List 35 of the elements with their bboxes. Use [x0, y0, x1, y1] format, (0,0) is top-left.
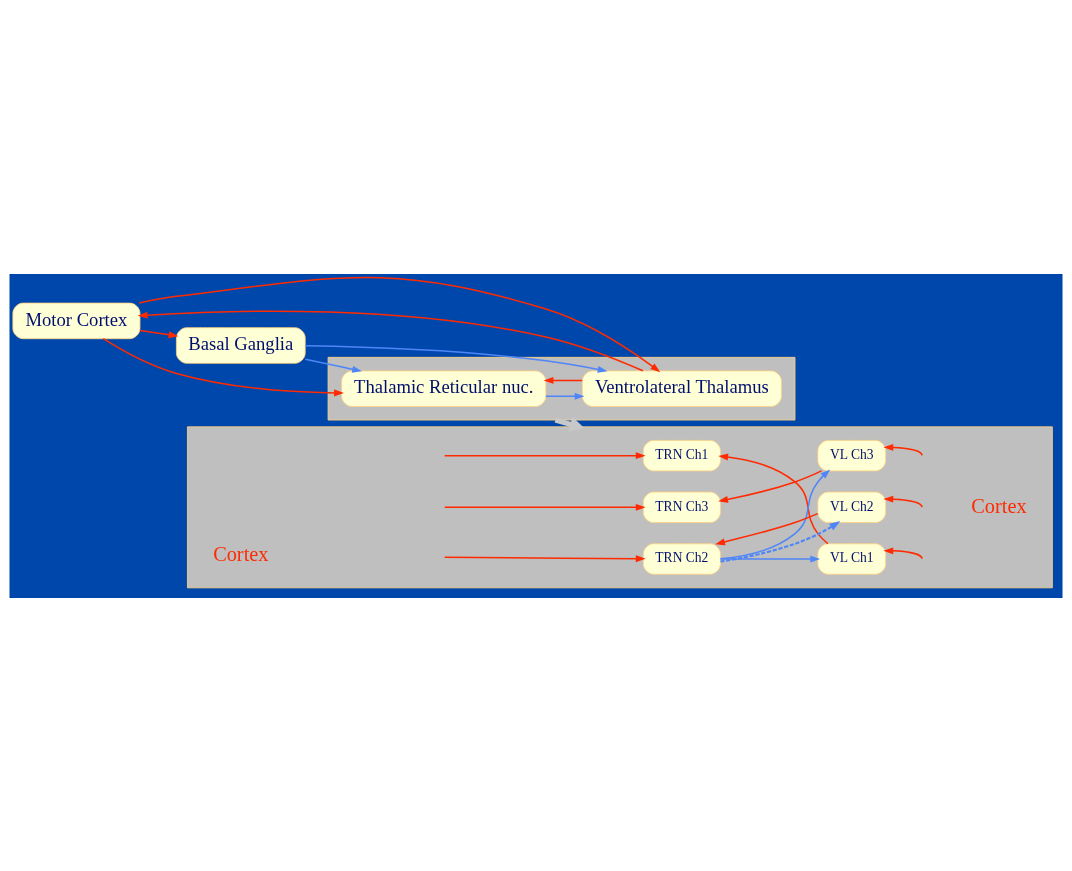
node-box: TRN Ch1 — [642, 439, 721, 471]
arrow — [545, 392, 585, 400]
arrow — [718, 453, 829, 544]
arrow — [139, 329, 179, 338]
arrow — [137, 309, 644, 372]
node-box: TRN Ch2 — [642, 542, 721, 575]
label: Cortex — [213, 542, 269, 565]
node-box: TRN Ch3 — [642, 491, 721, 523]
arrow — [883, 546, 923, 560]
node-box: Thalamic Reticular nuc. — [341, 370, 547, 407]
arrow — [715, 512, 819, 545]
arrow — [719, 555, 821, 562]
node-box: Basal Ganglia — [176, 326, 306, 364]
arrow — [543, 376, 583, 384]
node-box: VL Ch2 — [817, 491, 887, 523]
arrow — [443, 451, 646, 459]
node-box: VL Ch1 — [817, 542, 887, 575]
arrow — [883, 495, 923, 508]
cluster — [327, 356, 796, 420]
node-box: Motor Cortex — [12, 302, 141, 339]
cluster — [187, 425, 1053, 588]
arrow — [138, 276, 661, 372]
label: Cortex — [971, 494, 1027, 517]
arrow — [304, 357, 362, 373]
arrow — [718, 469, 823, 503]
arrow — [102, 337, 344, 396]
arrow — [443, 554, 646, 562]
node-box: VL Ch3 — [817, 439, 887, 471]
arrow — [304, 344, 608, 373]
arrow — [443, 503, 646, 511]
arrow — [554, 416, 585, 432]
arrow — [719, 468, 831, 560]
node-box: Ventrolateral Thalamus — [581, 370, 782, 407]
arrow — [720, 520, 841, 563]
arrow — [883, 443, 923, 456]
